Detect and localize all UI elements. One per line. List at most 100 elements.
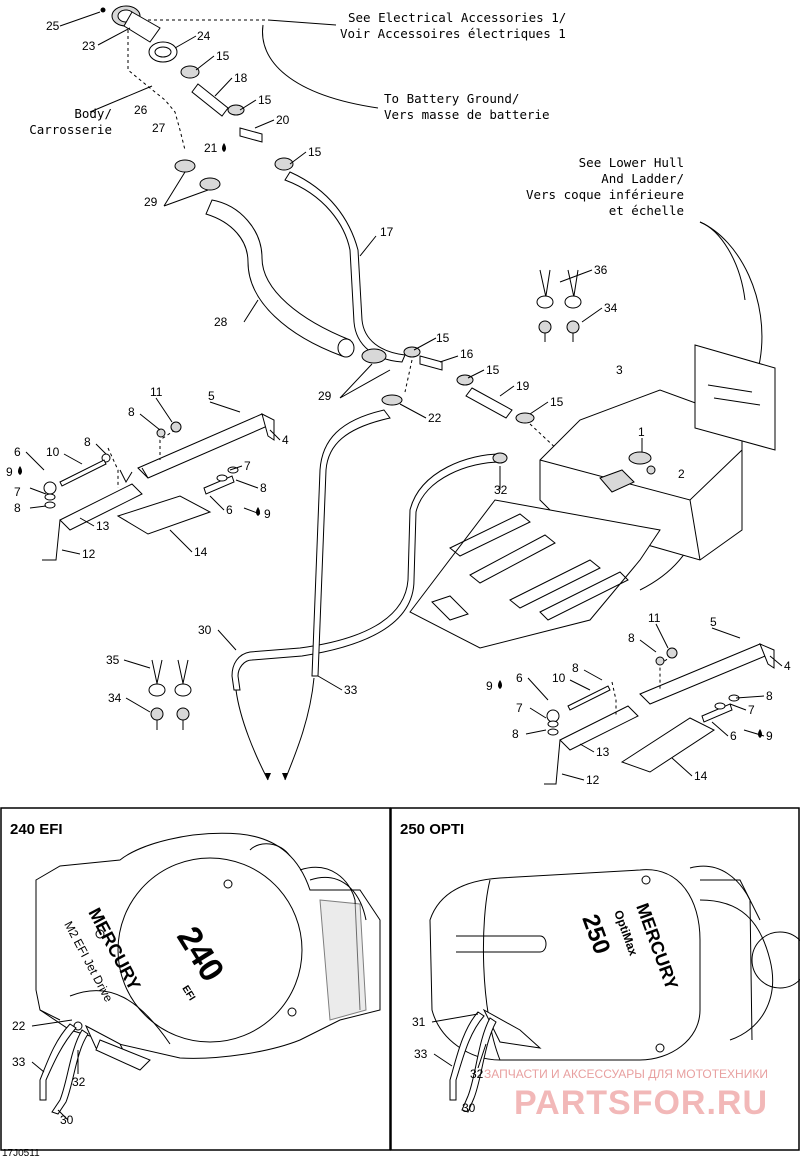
panel-250-opti: [390, 807, 800, 1151]
note-electrical-1: See Electrical Accessories 1/: [348, 10, 566, 25]
callout-12: 12: [586, 773, 600, 787]
callout-22: 22: [12, 1019, 26, 1033]
callout-15: 15: [258, 93, 272, 107]
callout-9: 9: [6, 465, 13, 479]
arrow-down-icon: [265, 773, 288, 780]
callout-7: 7: [516, 701, 523, 715]
callout-32: 32: [494, 483, 508, 497]
callout-25: 25: [46, 19, 60, 33]
hull-inset-grid: [694, 344, 776, 451]
engine-250-opti: [429, 865, 800, 1061]
callout-16: 16: [460, 347, 474, 361]
note-battery-2: Vers masse de batterie: [384, 107, 550, 122]
callout-30: 30: [462, 1101, 476, 1115]
callout-8: 8: [260, 481, 267, 495]
callout-9: 9: [264, 507, 271, 521]
ties-35-screws-34: [148, 659, 192, 730]
fuel-hose-33: [311, 409, 391, 677]
callout-33: 33: [12, 1055, 26, 1069]
watermark-logo: PARTSFOR.RU: [514, 1084, 768, 1122]
callout-15: 15: [486, 363, 500, 377]
callout-3: 3: [616, 363, 623, 377]
sealant-drop-icon: [256, 507, 260, 516]
callout-8: 8: [14, 501, 21, 515]
note-hull-1: See Lower Hull: [579, 155, 684, 170]
fill-cap-23: [100, 5, 161, 43]
callout-26: 26: [134, 103, 148, 117]
panel-240-efi: [0, 807, 391, 1151]
callout-36: 36: [594, 263, 608, 277]
callout-15: 15: [308, 145, 322, 159]
callout-8: 8: [766, 689, 773, 703]
note-body-2: Carrosserie: [29, 122, 112, 137]
sealant-drop-icon: [498, 680, 502, 689]
leader-battery-ground: [262, 24, 379, 109]
callout-8: 8: [84, 435, 91, 449]
callout-8: 8: [572, 661, 579, 675]
sealant-drop-icon: [18, 466, 22, 475]
callout-33: 33: [414, 1047, 428, 1061]
callout-20: 20: [276, 113, 290, 127]
callout-6: 6: [14, 445, 21, 459]
callout-32: 32: [470, 1067, 484, 1081]
callout-11: 11: [150, 385, 163, 399]
callout-8: 8: [512, 727, 519, 741]
hose-33-250: [449, 1011, 485, 1101]
callout-6: 6: [730, 729, 737, 743]
leader-to-engine: [235, 677, 315, 781]
callout-23: 23: [82, 39, 96, 53]
vent-hose-17: [284, 171, 406, 363]
leader-body: [89, 85, 153, 113]
callout-27: 27: [152, 121, 166, 135]
sealant-drop-icon: [222, 143, 226, 152]
callout-4: 4: [282, 433, 289, 447]
callout-30: 30: [198, 623, 212, 637]
hose-assembly-18-20: [180, 65, 294, 171]
right-leader-lines: [525, 623, 783, 781]
callout-34: 34: [604, 301, 618, 315]
callout-29: 29: [318, 389, 332, 403]
callout-19: 19: [516, 379, 530, 393]
callout-7: 7: [14, 485, 21, 499]
callout-9: 9: [766, 729, 773, 743]
callout-14: 14: [694, 769, 708, 783]
callout-30: 30: [60, 1113, 74, 1127]
callout-32: 32: [72, 1075, 86, 1089]
callout-8: 8: [128, 405, 135, 419]
callout-12: 12: [82, 547, 96, 561]
callout-5: 5: [710, 615, 717, 629]
callout-34: 34: [108, 691, 122, 705]
callout-11: 11: [648, 611, 661, 625]
panel-title-240-efi: 240 EFI: [10, 821, 63, 838]
clamps-29-upper: [174, 159, 221, 191]
panel-title-250-opti: 250 OPTI: [400, 821, 464, 838]
callout-13: 13: [596, 745, 610, 759]
callout-5: 5: [208, 389, 215, 403]
left-leader-lines: [25, 397, 281, 555]
panel-250-leaders: [431, 1013, 487, 1069]
callout-13: 13: [96, 519, 110, 533]
callout-15: 15: [216, 49, 230, 63]
callout-18: 18: [234, 71, 248, 85]
callout-33: 33: [344, 683, 358, 697]
leader-lower-hull-2: [699, 221, 746, 301]
callout-8: 8: [628, 631, 635, 645]
note-body-1: Body/: [74, 106, 112, 121]
dashline-vent: [404, 359, 561, 453]
watermark-tagline: ЗАПЧАСТИ И АКСЕССУАРЫ ДЛЯ МОТОТЕХНИКИ: [484, 1067, 768, 1081]
hose-33-240: [39, 1023, 77, 1101]
callout-28: 28: [214, 315, 228, 329]
callout-10: 10: [46, 445, 60, 459]
callout-22: 22: [428, 411, 442, 425]
callout-4: 4: [784, 659, 791, 673]
callout-9: 9: [486, 679, 493, 693]
callout-21: 21: [204, 141, 218, 155]
callout-24: 24: [197, 29, 211, 43]
fill-hose-end: [337, 338, 355, 358]
ties-36-screws-34: [536, 269, 582, 342]
gasket-24: [148, 41, 178, 63]
dashline-neck: [127, 30, 186, 151]
callout-6: 6: [226, 503, 233, 517]
t-fitting-16: [361, 346, 535, 424]
